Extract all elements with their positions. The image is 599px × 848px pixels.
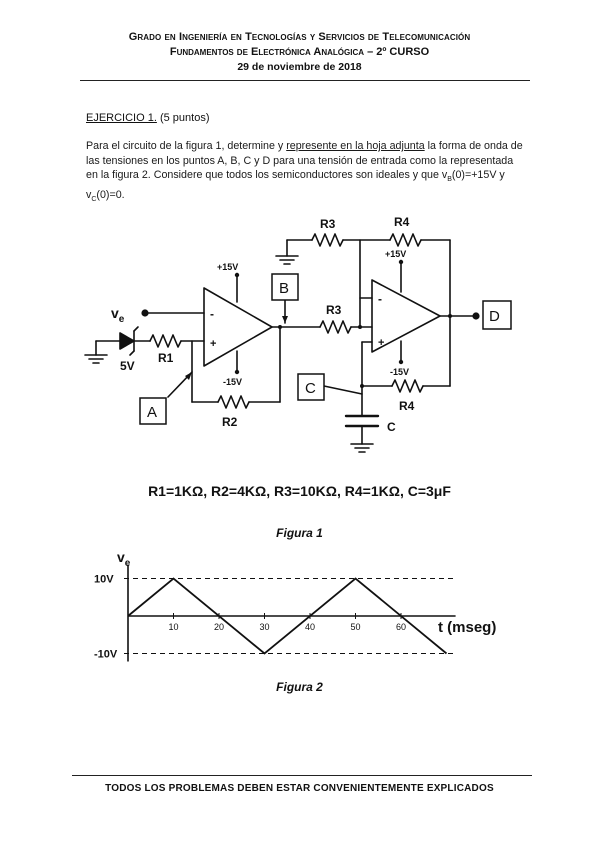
opamp-1 (203, 287, 273, 367)
x-tick-label: 30 (260, 622, 270, 632)
statement-underlined: represente en la hoja adjunta (286, 140, 425, 152)
circuit-diagram: ve 5V R1 R2 R3 R4 R3 R4 C +15V -15V +15V… (84, 215, 512, 453)
figure-2-caption: Figura 2 (276, 680, 323, 694)
resistor-r4-bot (391, 379, 424, 393)
statement-part-a: Para el circuito de la figura 1, determi… (86, 140, 287, 152)
node-b-box (271, 273, 299, 301)
exercise-title: EJERCICIO 1. (5 puntos) (86, 112, 210, 124)
chart-ylabel: ve (117, 549, 131, 569)
footer-note: TODOS LOS PROBLEMAS DEBEN ESTAR CONVENIE… (105, 783, 494, 794)
input-waveform-chart: ve t (mseg) 10V -10V 10 20 30 40 50 60 (94, 549, 496, 662)
label-capacitor: C (387, 420, 396, 434)
statement-part-c: (0)=+15V y v (86, 169, 505, 201)
opamp2-minus-sign: - (378, 292, 382, 306)
node-a-box (139, 397, 167, 425)
statement-part-d: (0)=0. (96, 188, 125, 201)
header-course: Fundamentos de Electrónica Analógica – 2… (169, 46, 430, 58)
statement-part-b: la forma de onda de las tensiones en los… (86, 140, 523, 181)
label-opamp2-vminus: -15V (390, 367, 409, 377)
component-values: R1=1KΩ, R2=4KΩ, R3=10KΩ, R4=1KΩ, C=3μF (148, 483, 451, 499)
opamp1-minus-sign: - (210, 307, 214, 321)
label-r3-top: R3 (320, 217, 336, 231)
label-r2: R2 (222, 415, 238, 429)
resistor-r2 (217, 395, 250, 409)
label-zener-5v: 5V (120, 359, 135, 373)
statement-sub-c: C (91, 195, 97, 203)
header-degree: Grado en Ingeniería en Tecnologías y Ser… (128, 31, 471, 43)
header-divider (80, 80, 530, 81)
x-tick-label: 50 (351, 622, 361, 632)
label-opamp1-vminus: -15V (223, 377, 242, 387)
exercise-number: EJERCICIO 1. (86, 112, 157, 124)
y-tick-label: -10V (94, 649, 118, 661)
exercise-statement: Para el circuito de la figura 1, determi… (86, 139, 526, 207)
label-r1: R1 (158, 351, 174, 365)
node-a-label: A (147, 404, 157, 421)
header-date: 29 de noviembre de 2018 (237, 61, 362, 73)
zener-diode (119, 332, 135, 350)
x-tick-label: 60 (396, 622, 406, 632)
footer-divider (72, 775, 532, 776)
resistor-r3-top (311, 233, 344, 247)
x-tick-label: 10 (169, 622, 179, 632)
label-r4-bot: R4 (399, 399, 415, 413)
node-d-box (482, 300, 512, 330)
statement-sub-b: B (447, 176, 452, 184)
resistor-r4-top (389, 233, 422, 247)
label-opamp2-vplus: +15V (385, 249, 406, 259)
node-c-label: C (305, 380, 316, 397)
opamp1-plus-sign: + (210, 338, 216, 350)
opamp2-plus-sign: + (378, 337, 384, 349)
exercise-points: (5 puntos) (159, 112, 210, 124)
label-opamp1-vplus: +15V (217, 262, 238, 272)
node-d-label: D (489, 308, 500, 325)
opamp-2 (371, 279, 441, 353)
x-tick-label: 20 (214, 622, 224, 632)
resistor-r1 (149, 334, 182, 348)
node-c-box (297, 373, 325, 401)
label-ve: ve (111, 305, 125, 325)
y-tick-label: 10V (94, 574, 114, 586)
node-b-label: B (279, 280, 289, 297)
chart-xlabel: t (mseg) (438, 619, 496, 636)
figure-1-caption: Figura 1 (276, 526, 323, 540)
label-r4-top: R4 (394, 215, 410, 229)
label-r3-mid: R3 (326, 303, 342, 317)
x-tick-label: 40 (305, 622, 315, 632)
resistor-r3-mid (319, 320, 352, 334)
